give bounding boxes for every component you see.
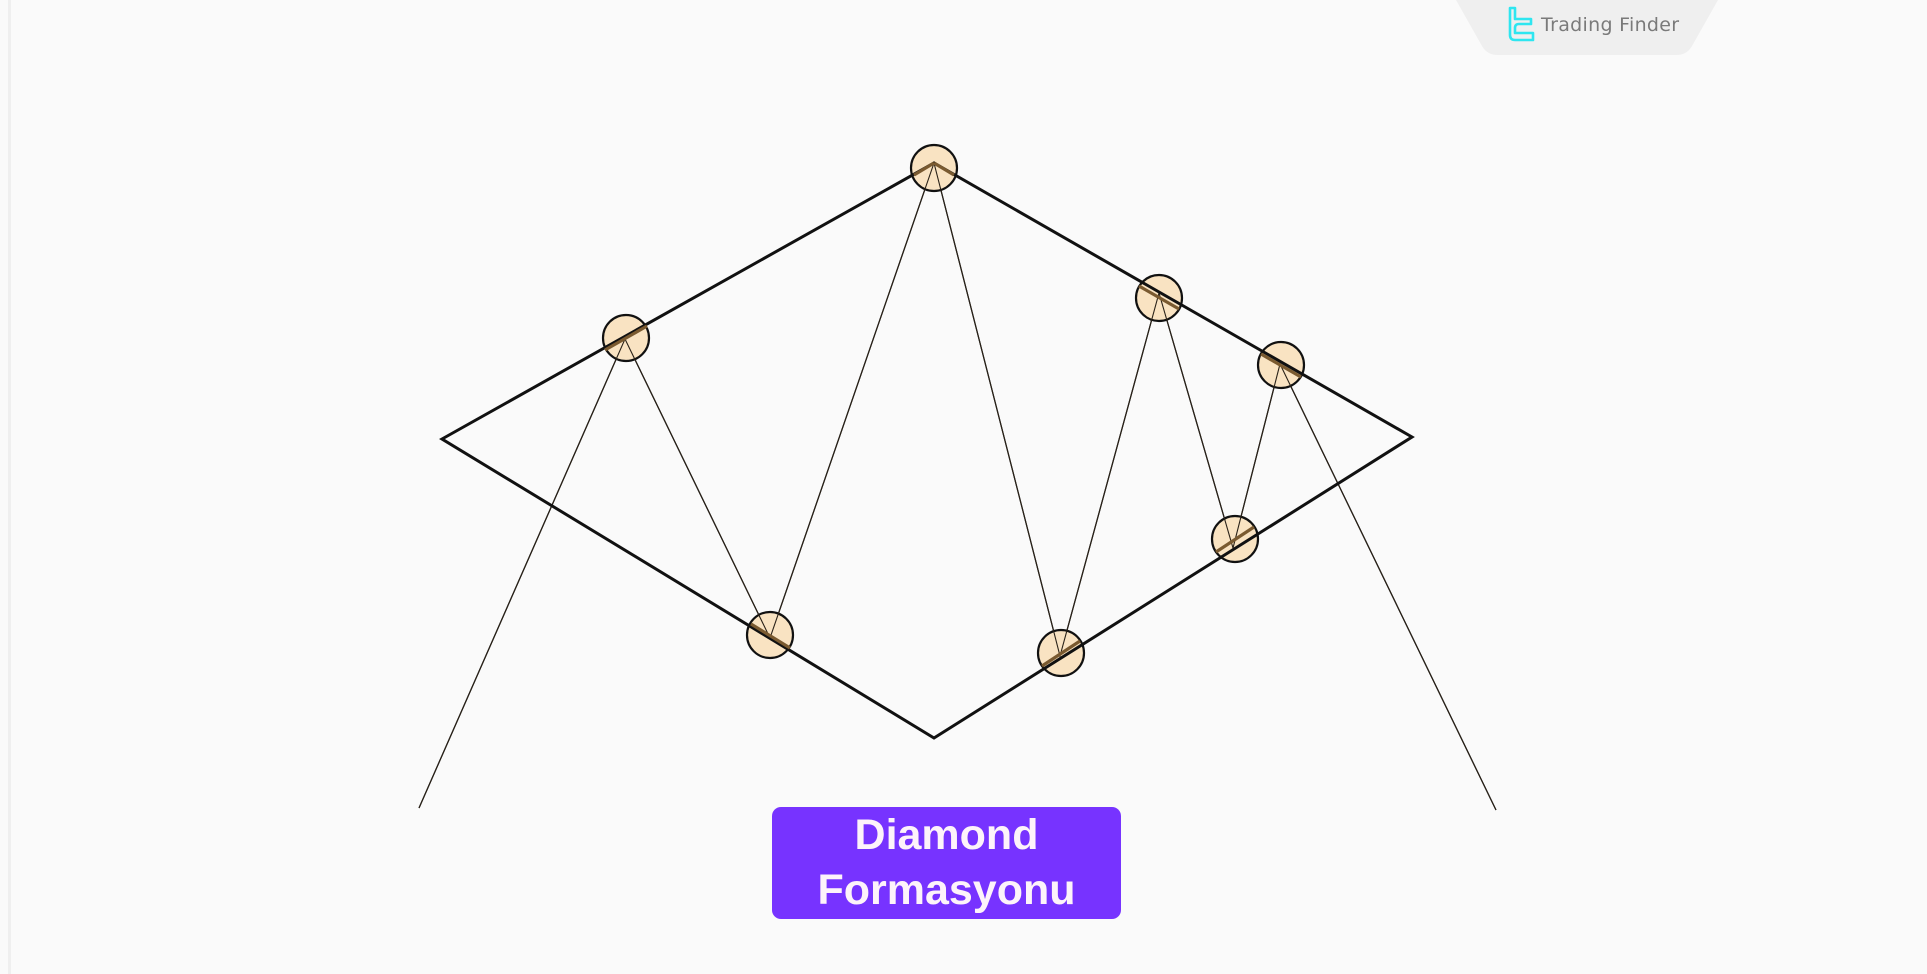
outline-in-marker-segments [604, 161, 1302, 668]
touch-markers [601, 143, 1306, 678]
brand-tab: Trading Finder [1456, 0, 1718, 56]
pattern-title-line1: Diamond [854, 811, 1039, 859]
pattern-title-label: Diamond Formasyonu [772, 807, 1121, 919]
left-border-rule [8, 0, 11, 974]
trading-finder-logo-icon [1508, 6, 1535, 42]
pattern-title-line2: Formasyonu [817, 866, 1076, 914]
brand-name: Trading Finder [1541, 14, 1680, 36]
diamond-outline [439, 161, 1415, 740]
marker-peak-2 [909, 143, 959, 193]
